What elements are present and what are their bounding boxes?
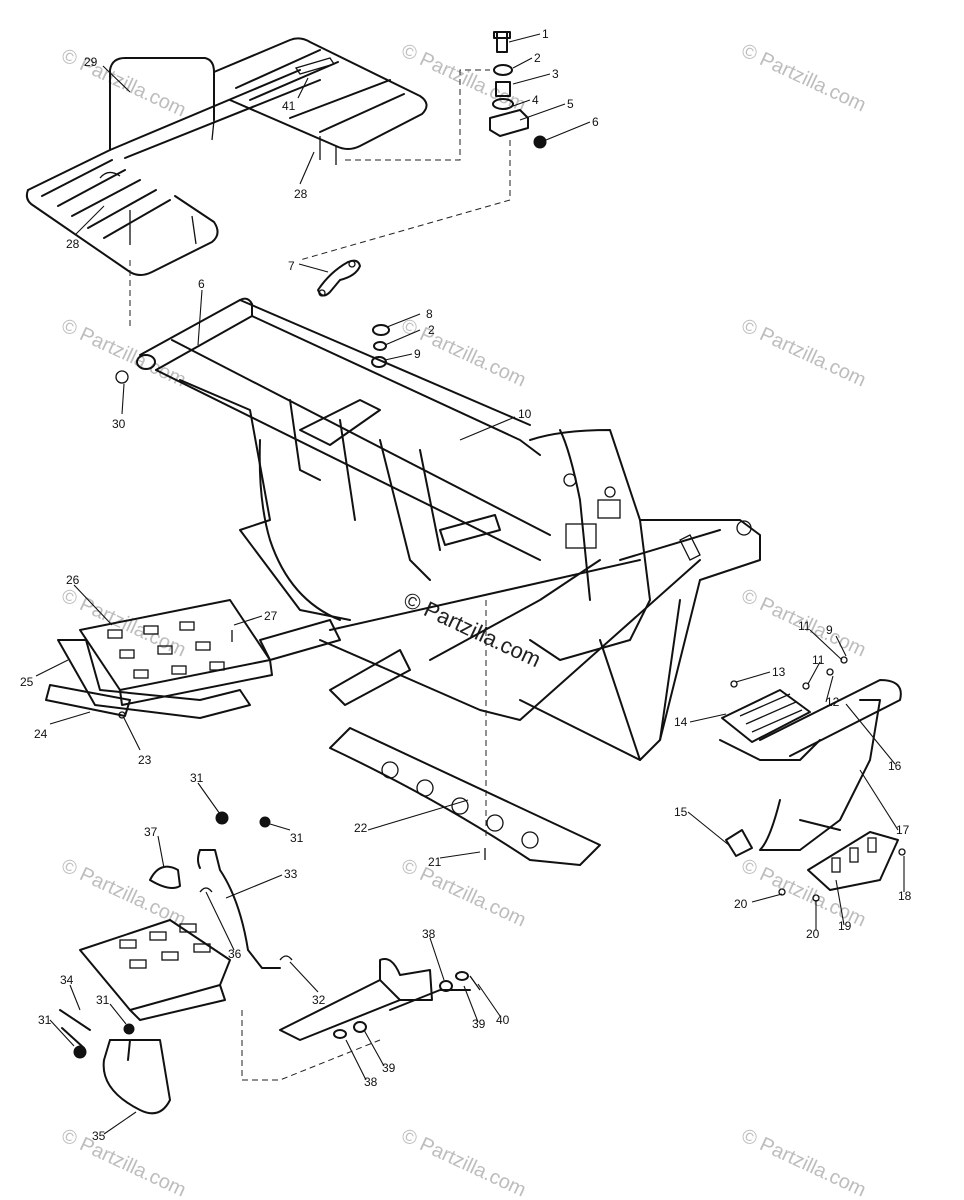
callout-label: 6 (592, 115, 599, 129)
callout-label: 31 (96, 993, 110, 1007)
assembly-lines (129, 69, 511, 1081)
callout-label: 19 (838, 919, 852, 933)
callout-label: 38 (364, 1075, 378, 1089)
callout-label: 2 (428, 323, 435, 337)
callout-label: 6 (198, 277, 205, 291)
callout-label: 13 (772, 665, 786, 679)
left-footrest (59, 811, 481, 1115)
leader-lines (35, 33, 905, 1135)
callout-label: 29 (84, 55, 98, 69)
callout-label: 9 (826, 623, 833, 637)
callouts: 1 2 3 4 5 6 29 41 28 28 7 8 2 9 6 30 10 … (20, 27, 912, 1143)
callout-label: 41 (282, 99, 296, 113)
callout-label: 16 (888, 759, 902, 773)
callout-label: 36 (228, 947, 242, 961)
callout-label: 23 (138, 753, 152, 767)
callout-label: 22 (354, 821, 368, 835)
callout-label: 37 (144, 825, 158, 839)
watermark: © Partzilla.com (58, 1125, 189, 1200)
main-frame (115, 297, 761, 761)
callout-label: 18 (898, 889, 912, 903)
callout-label: 5 (567, 97, 574, 111)
callout-label: 34 (60, 973, 74, 987)
watermarks: © Partzilla.com © Partzilla.com © Partzi… (58, 40, 869, 1200)
callout-label: 17 (896, 823, 910, 837)
callout-label: 20 (734, 897, 748, 911)
callout-label: 28 (66, 237, 80, 251)
callout-label: 24 (34, 727, 48, 741)
watermark: © Partzilla.com (398, 855, 529, 932)
watermark: © Partzilla.com (738, 315, 869, 392)
callout-label: 39 (472, 1017, 486, 1031)
callout-label: 31 (190, 771, 204, 785)
callout-label: 21 (428, 855, 442, 869)
rear-rack (25, 37, 428, 276)
callout-label: 35 (92, 1129, 106, 1143)
callout-label: 7 (288, 259, 295, 273)
callout-label: 33 (284, 867, 298, 881)
callout-label: 38 (422, 927, 436, 941)
front-bumper (45, 599, 273, 719)
skid-plate (329, 727, 601, 866)
callout-label: 2 (534, 51, 541, 65)
watermark: © Partzilla.com (738, 40, 869, 117)
watermark: © Partzilla.com (738, 1125, 869, 1200)
watermark: © Partzilla.com (398, 40, 529, 117)
callout-label: 11 (798, 619, 811, 633)
callout-label: 1 (542, 27, 549, 41)
callout-label: 25 (20, 675, 34, 689)
callout-label: 20 (806, 927, 820, 941)
watermark: © Partzilla.com (398, 1125, 529, 1200)
callout-label: 8 (426, 307, 433, 321)
callout-label: 10 (518, 407, 532, 421)
callout-label: 12 (826, 695, 840, 709)
callout-label: 28 (294, 187, 308, 201)
callout-label: 3 (552, 67, 559, 81)
callout-label: 14 (674, 715, 688, 729)
callout-label: 27 (264, 609, 278, 623)
right-footrest (719, 656, 906, 902)
callout-label: 31 (38, 1013, 52, 1027)
callout-label: 9 (414, 347, 421, 361)
watermark: © Partzilla.com (58, 315, 189, 392)
callout-label: 4 (532, 93, 539, 107)
callout-label: 11 (812, 653, 825, 667)
callout-label: 15 (674, 805, 688, 819)
callout-label: 30 (112, 417, 126, 431)
callout-label: 26 (66, 573, 80, 587)
mount-hardware (489, 31, 547, 149)
watermark: © Partzilla.com (58, 45, 189, 122)
callout-label: 32 (312, 993, 326, 1007)
watermark-center: © Partzilla.com (400, 587, 545, 672)
callout-label: 39 (382, 1061, 396, 1075)
callout-label: 31 (290, 831, 304, 845)
bracket (317, 259, 361, 297)
callout-label: 40 (496, 1013, 510, 1027)
